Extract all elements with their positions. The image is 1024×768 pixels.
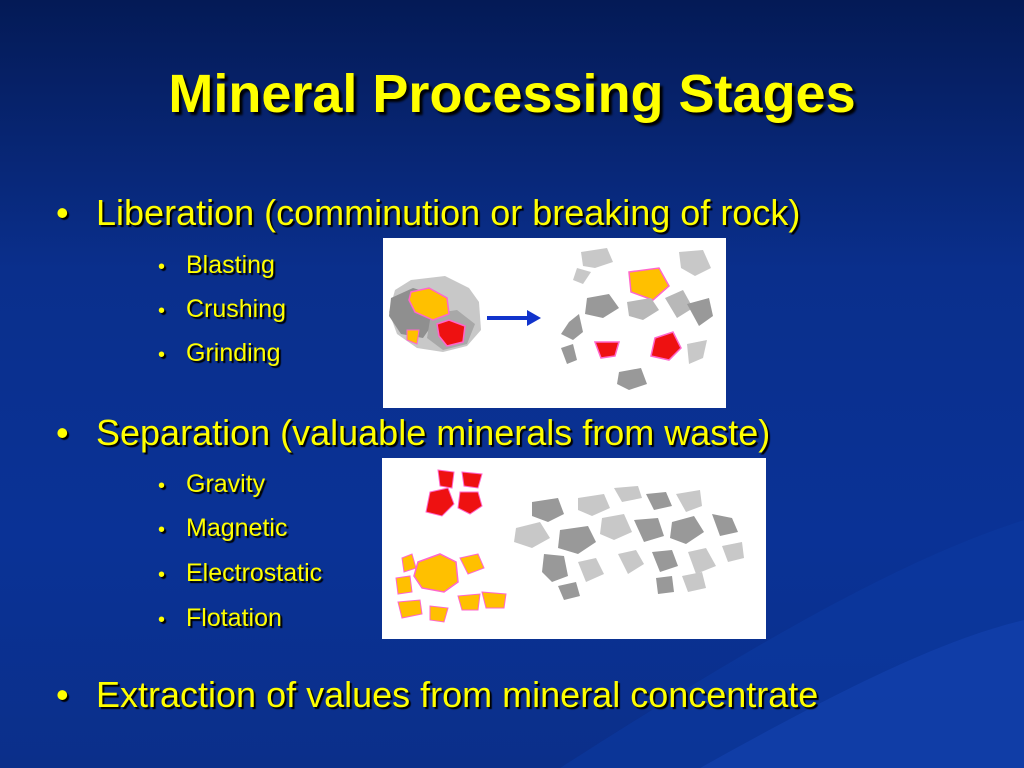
- sub-bullet-electrostatic: •Electrostatic: [158, 559, 323, 587]
- bullet-text: Separation (valuable minerals from waste…: [96, 412, 771, 453]
- bullet-text: Extraction of values from mineral concen…: [96, 674, 819, 715]
- bullet-marker: •: [56, 412, 69, 453]
- slide-title: Mineral Processing Stages: [168, 64, 856, 124]
- sub-bullet-blasting: •Blasting: [158, 251, 275, 279]
- sub-bullet-flotation: •Flotation: [158, 604, 282, 632]
- sub-bullet-magnetic: •Magnetic: [158, 514, 288, 542]
- sub-bullet-gravity: •Gravity: [158, 470, 266, 498]
- bullet-extraction: • Extraction of values from mineral conce…: [56, 674, 818, 716]
- sub-bullet-grinding: •Grinding: [158, 339, 281, 367]
- bullet-liberation: • Liberation (comminution or breaking of …: [56, 192, 800, 234]
- liberation-diagram: [383, 238, 726, 408]
- bullet-marker: •: [56, 192, 69, 233]
- sub-bullet-crushing: •Crushing: [158, 295, 287, 323]
- bullet-text: Liberation (comminution or breaking of r…: [96, 192, 801, 233]
- bullet-separation: • Separation (valuable minerals from wast…: [56, 412, 770, 454]
- right-arrow-icon: [487, 310, 541, 326]
- bullet-marker: •: [56, 674, 69, 715]
- separation-diagram: [382, 458, 766, 639]
